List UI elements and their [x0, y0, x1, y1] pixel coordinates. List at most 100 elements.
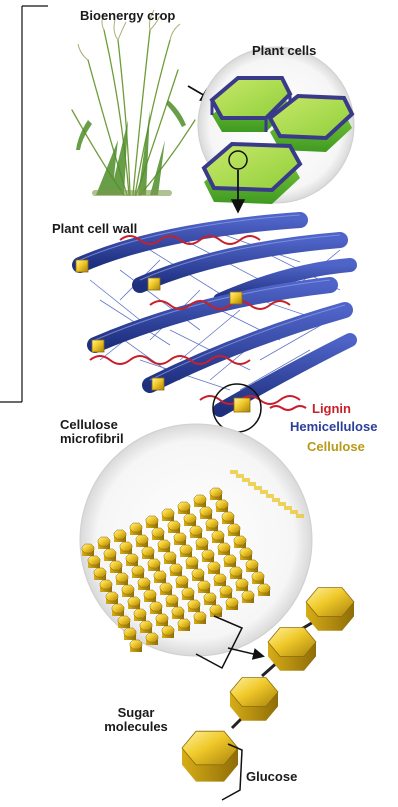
microfibril-block — [212, 531, 224, 540]
microfibril-block — [206, 519, 218, 528]
label-lignin: Lignin — [312, 402, 351, 416]
label-sugar-molecules-line1: Sugar — [96, 706, 176, 720]
microfibril-block — [224, 555, 236, 564]
microfibril-strand — [272, 498, 280, 502]
frame-bracket — [0, 6, 48, 402]
label-plant-cells: Plant cells — [252, 44, 316, 58]
microfibril-block — [142, 547, 154, 556]
microfibril-block — [214, 574, 226, 583]
microfibril-block — [168, 521, 180, 530]
microfibril-block — [104, 549, 116, 558]
microfibril-block — [172, 607, 184, 616]
microfibril-block — [146, 516, 158, 525]
microfibril-block — [156, 614, 168, 623]
label-sugar-molecules-line2: molecules — [96, 720, 176, 734]
microfibril-block — [138, 578, 150, 587]
microfibril-block — [184, 514, 196, 523]
microfibril-block — [220, 586, 232, 595]
microfibril-block — [118, 616, 130, 625]
microfibril-block — [204, 593, 216, 602]
microfibril-strand — [242, 478, 250, 482]
microfibril-block — [88, 556, 100, 565]
plant-cells-illustration — [198, 47, 354, 204]
microfibril-block — [164, 552, 176, 561]
microfibril-block — [180, 545, 192, 554]
microfibril-block — [178, 619, 190, 628]
microfibril-strand — [236, 474, 244, 478]
microfibril-block — [116, 573, 128, 582]
microfibril-block — [160, 583, 172, 592]
microfibril-block — [200, 507, 212, 516]
microfibril-block — [228, 524, 240, 533]
label-glucose: Glucose — [246, 770, 297, 784]
microfibril-strand — [248, 482, 256, 486]
microfibril-block — [182, 588, 194, 597]
microfibril-block — [186, 557, 198, 566]
microfibril-block — [162, 626, 174, 635]
microfibril-block — [252, 572, 264, 581]
microfibril-block — [158, 540, 170, 549]
microfibril-strand — [254, 486, 262, 490]
microfibril-block — [188, 600, 200, 609]
microfibril-block — [174, 533, 186, 542]
microfibril-block — [194, 612, 206, 621]
label-cellulose: Cellulose — [307, 440, 365, 454]
microfibril-block — [152, 528, 164, 537]
microfibril-block — [120, 542, 132, 551]
label-sugar-molecules: Sugar molecules — [96, 706, 176, 734]
microfibril-block — [130, 640, 142, 649]
microfibril-block — [148, 559, 160, 568]
microfibril-block — [240, 548, 252, 557]
microfibril-block — [132, 566, 144, 575]
plant-cell-wall-illustration — [76, 215, 350, 432]
microfibril-block — [130, 523, 142, 532]
microfibril-block — [216, 500, 228, 509]
label-cellulose-microfibril-line2: microfibril — [60, 432, 180, 446]
microfibril-block — [230, 567, 242, 576]
microfibril-block — [246, 560, 258, 569]
label-hemicellulose: Hemicellulose — [290, 420, 377, 434]
microfibril-strand — [278, 502, 286, 506]
label-cellulose-microfibril-line1: Cellulose — [60, 418, 180, 432]
microfibril-block — [218, 543, 230, 552]
microfibril-block — [94, 568, 106, 577]
microfibril-block — [170, 564, 182, 573]
microfibril-strand — [260, 490, 268, 494]
microfibril-strand — [284, 506, 292, 510]
microfibril-block — [226, 598, 238, 607]
label-cellulose-microfibril: Cellulose microfibril — [60, 418, 180, 446]
microfibril-block — [136, 535, 148, 544]
bioenergy-crop-illustration — [72, 10, 195, 196]
microfibril-block — [144, 590, 156, 599]
microfibril-block — [222, 512, 234, 521]
microfibril-block — [176, 576, 188, 585]
microfibril-block — [106, 592, 118, 601]
microfibril-block — [166, 595, 178, 604]
microfibril-block — [196, 538, 208, 547]
microfibril-block — [150, 602, 162, 611]
microfibril-block — [194, 495, 206, 504]
microfibril-block — [146, 633, 158, 642]
microfibril-block — [198, 581, 210, 590]
microfibril-block — [202, 550, 214, 559]
microfibril-block — [82, 544, 94, 553]
microfibril-block — [140, 621, 152, 630]
microfibril-block — [110, 561, 122, 570]
microfibril-strand — [266, 494, 274, 498]
microfibril-block — [126, 554, 138, 563]
microfibril-strand — [290, 510, 298, 514]
label-plant-cell-wall: Plant cell wall — [52, 222, 137, 236]
microfibril-block — [134, 609, 146, 618]
microfibril-block — [210, 605, 222, 614]
microfibril-block — [234, 536, 246, 545]
microfibril-block — [114, 530, 126, 539]
microfibril-block — [100, 580, 112, 589]
microfibril-block — [178, 502, 190, 511]
cellulose-microfibril-illustration — [80, 424, 312, 656]
microfibril-block — [122, 585, 134, 594]
microfibril-block — [192, 569, 204, 578]
microfibril-block — [112, 604, 124, 613]
microfibril-strand — [230, 470, 238, 474]
microfibril-block — [154, 571, 166, 580]
microfibril-strand — [296, 514, 304, 518]
